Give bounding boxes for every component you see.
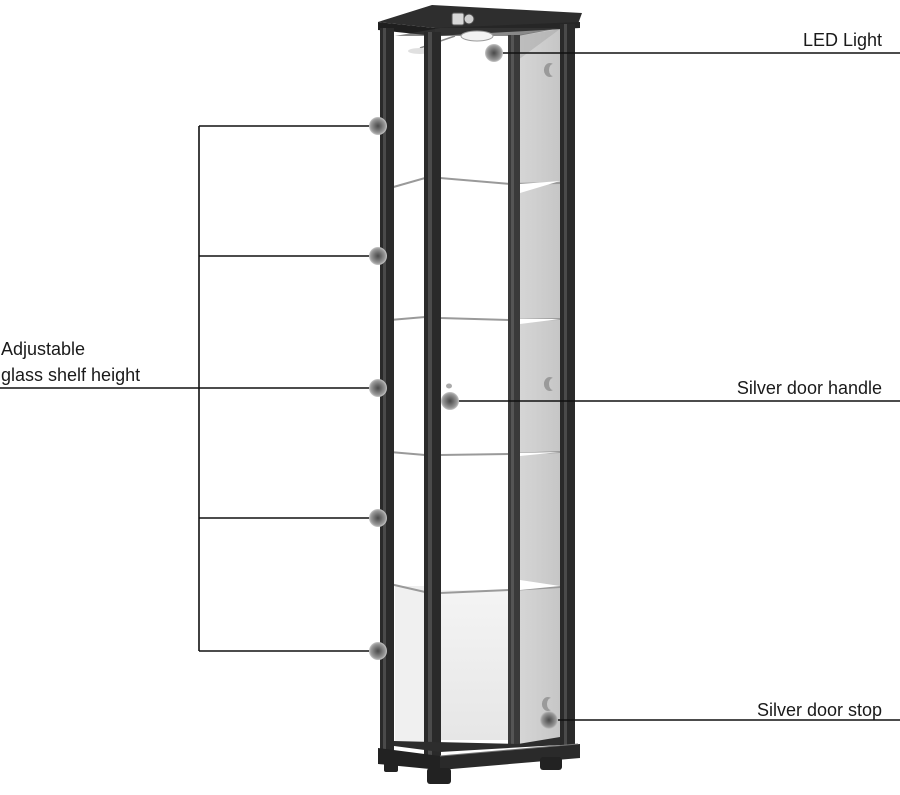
shelf-pin-marker bbox=[369, 247, 387, 265]
label-silver-door-stop: Silver door stop bbox=[756, 700, 882, 720]
shelf-pin-marker bbox=[369, 379, 387, 397]
side-glass-panel bbox=[518, 28, 560, 745]
cabinet-foot bbox=[427, 768, 451, 784]
led-light-marker bbox=[485, 44, 503, 62]
shelf-support-pins bbox=[541, 63, 553, 711]
shelf-pin-marker bbox=[369, 117, 387, 135]
label-shelf-line2: glass shelf height bbox=[1, 365, 141, 385]
label-led-light: LED Light bbox=[802, 30, 882, 50]
cabinet-foot bbox=[384, 762, 398, 772]
label-adjustable-shelf-height: Adjustable glass shelf height bbox=[1, 336, 140, 388]
shelf-pin-marker bbox=[369, 509, 387, 527]
door-handle-marker bbox=[441, 392, 459, 410]
cabinet-foot bbox=[540, 757, 562, 770]
shelf-pin-marker bbox=[369, 642, 387, 660]
door-stop-marker bbox=[540, 711, 558, 729]
label-shelf-line1: Adjustable bbox=[1, 339, 86, 359]
cabinet-frame bbox=[380, 24, 575, 758]
handle-top-icon bbox=[446, 383, 452, 389]
callout-lines bbox=[0, 52, 900, 721]
callout-markers bbox=[369, 44, 558, 729]
cabinet-base bbox=[378, 737, 580, 784]
label-silver-door-handle: Silver door handle bbox=[736, 378, 882, 398]
